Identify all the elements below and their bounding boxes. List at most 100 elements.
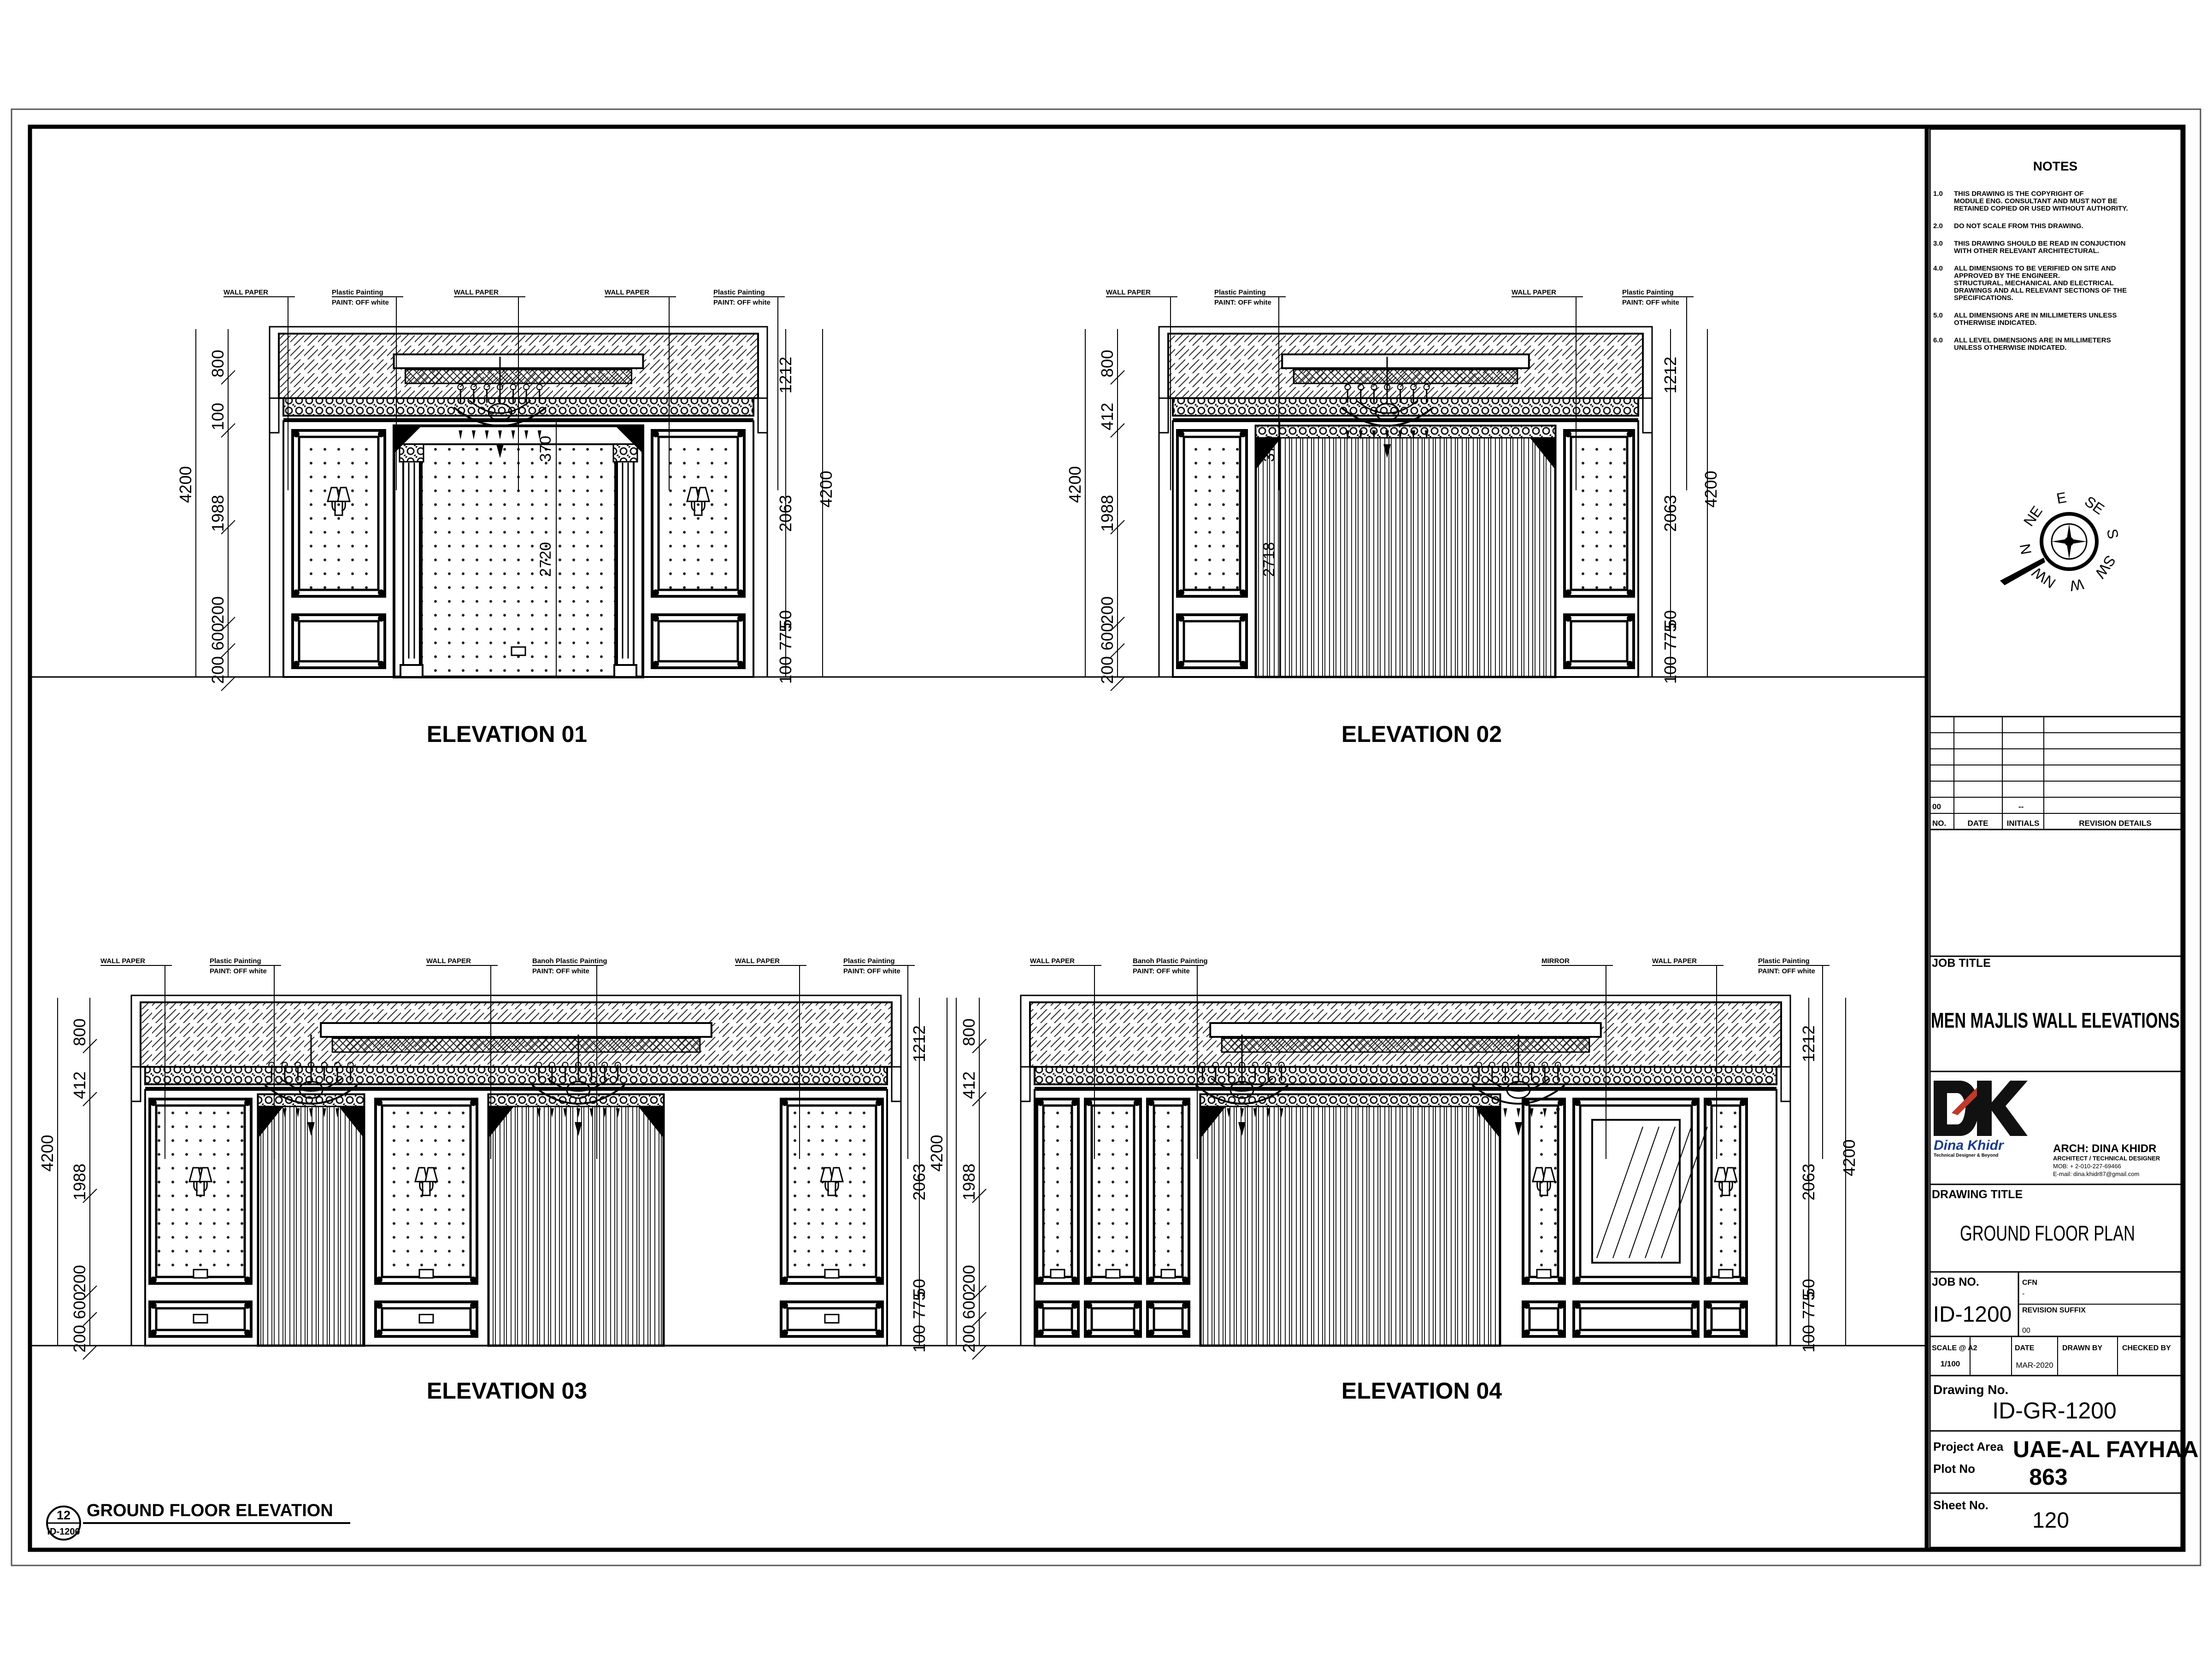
dimension-left: 1988 <box>1098 495 1117 532</box>
dimension-right: 1212 <box>1661 357 1680 394</box>
lattice-band <box>1293 369 1518 384</box>
dimension-left: 600 <box>70 1291 89 1319</box>
dimension-left: 800 <box>70 1018 89 1046</box>
dimension-inner: 370 <box>537 436 554 462</box>
dimension-right: 775 <box>776 623 795 650</box>
callout-label: PAINT: OFF white <box>843 967 900 975</box>
sconce-icon <box>1532 1167 1556 1196</box>
wall-panel-3 <box>780 1098 884 1285</box>
wall-panel-4 <box>1522 1098 1566 1285</box>
dimension-right: 775 <box>910 1291 929 1319</box>
dimension-left: 200 <box>1098 596 1117 624</box>
callout-label: Banoh Plastic Painting <box>1133 957 1208 965</box>
callout-label: Plastic Painting <box>1758 957 1810 965</box>
plot-no-value: 863 <box>2029 1464 2067 1490</box>
wall-panel-right <box>651 429 746 598</box>
column-right <box>612 443 638 678</box>
cfn-label: CFN <box>2022 1279 2037 1287</box>
curtain-right <box>487 1093 665 1347</box>
curtain-wall <box>1199 1093 1501 1347</box>
chandelier-icon <box>1340 357 1434 458</box>
dimension-left: 800 <box>208 350 227 377</box>
revision-initials-00: -- <box>2018 802 2024 811</box>
note-line: APPROVED BY THE ENGINEER. <box>1954 272 2060 280</box>
elevation-03-title: ELEVATION 03 <box>427 1378 587 1404</box>
sconce-icon <box>327 487 351 516</box>
note-line: STRUCTURAL, MECHANICAL AND ELECTRICAL <box>1954 279 2114 287</box>
dimension-right: 50 <box>1799 1279 1818 1297</box>
dado-panel-1 <box>148 1300 253 1338</box>
dimension-right-total: 4200 <box>1701 471 1720 507</box>
dimension-right: 50 <box>1661 610 1680 629</box>
sheet-no-label: Sheet No. <box>1933 1498 1988 1512</box>
drawn-by-label: DRAWN BY <box>2062 1344 2102 1352</box>
dimension-right: 2063 <box>776 495 795 532</box>
dimension-right-total: 4200 <box>1840 1139 1859 1176</box>
dimension-right: 1212 <box>910 1025 929 1062</box>
note-line: OTHERWISE INDICATED. <box>1954 319 2036 327</box>
dimension-left-total: 4200 <box>1065 466 1084 503</box>
dado-panel-left <box>1176 613 1248 669</box>
dimension-right: 2063 <box>910 1164 929 1200</box>
logo-text: Dina Khidr <box>1934 1138 2005 1153</box>
drawing-no-value: ID-GR-1200 <box>1992 1398 2117 1424</box>
revision-no-00: 00 <box>1932 802 1941 811</box>
ornamental-cornice <box>144 1066 888 1085</box>
dado-panel-1 <box>1035 1300 1080 1338</box>
callout-label: WALL PAPER <box>100 957 145 965</box>
callout-label: PAINT: OFF white <box>713 299 771 306</box>
dimension-left: 200 <box>208 596 227 624</box>
note-line: THIS DRAWING SHOULD BE READ IN CONJUCTIO… <box>1954 240 2126 247</box>
wall-panel-5 <box>1704 1098 1748 1285</box>
note-number: 3.0 <box>1933 240 1943 247</box>
note-line: MODULE ENG. CONSULTANT AND MUST NOT BE <box>1954 197 2118 205</box>
notes-title: NOTES <box>2033 159 2077 173</box>
architect-name: ARCH: DINA KHIDR <box>2053 1142 2156 1155</box>
callout-label: WALL PAPER <box>1512 288 1556 296</box>
dimension-left: 600 <box>208 623 227 650</box>
note-line: ALL DIMENSIONS ARE IN MILLIMETERS UNLESS <box>1954 312 2117 319</box>
title-block-inner <box>1929 128 2182 1548</box>
callout-label: WALL PAPER <box>1652 957 1697 965</box>
note-number: 1.0 <box>1933 190 1943 198</box>
curtain-left <box>257 1093 365 1347</box>
scale-value: 1/100 <box>1941 1359 1960 1368</box>
wall-panel-left <box>1176 429 1248 598</box>
compass-label: S <box>2104 528 2122 540</box>
wall-panel-3 <box>1146 1098 1190 1285</box>
scale-label: SCALE @ A2 <box>1932 1344 1977 1352</box>
dimension-left: 200 <box>70 1265 89 1293</box>
compass-label: N <box>2017 542 2035 556</box>
dimension-left: 1988 <box>70 1164 89 1200</box>
revision-header-no: NO. <box>1932 819 1946 828</box>
callout-label: PAINT: OFF white <box>332 299 389 306</box>
dado-panel-right <box>1563 613 1635 669</box>
architect-role: ARCHITECT / TECHNICAL DESIGNER <box>2053 1155 2160 1162</box>
callout-label: Plastic Painting <box>1214 288 1266 296</box>
wall-panel-1 <box>1035 1098 1080 1285</box>
callout-label: Plastic Painting <box>713 288 765 296</box>
callout-label: WALL PAPER <box>735 957 780 965</box>
project-area-value: UAE-AL FAYHAA <box>2013 1436 2199 1462</box>
dimension-left: 600 <box>1098 623 1117 650</box>
dimension-left: 200 <box>70 1325 89 1353</box>
callout-label: WALL PAPER <box>454 288 499 296</box>
dimension-left: 200 <box>1098 656 1117 684</box>
ornamental-cornice <box>1034 1066 1777 1085</box>
elevation-02-title: ELEVATION 02 <box>1341 721 1502 747</box>
callout-label: Plastic Painting <box>332 288 383 296</box>
curtain-wall <box>1254 424 1557 678</box>
dimension-left: 200 <box>208 656 227 684</box>
light-trough <box>320 1022 712 1038</box>
dimension-right: 775 <box>1661 623 1680 650</box>
callout-label: Plastic Painting <box>1622 288 1674 296</box>
callout-label: WALL PAPER <box>426 957 471 965</box>
wall-panel-1 <box>148 1098 253 1285</box>
compass-label: SE <box>2082 493 2107 518</box>
date-value: MAR-2020 <box>2016 1361 2053 1370</box>
callout-label: WALL PAPER <box>605 288 649 296</box>
job-no-value: ID-1200 <box>1933 1302 2012 1327</box>
